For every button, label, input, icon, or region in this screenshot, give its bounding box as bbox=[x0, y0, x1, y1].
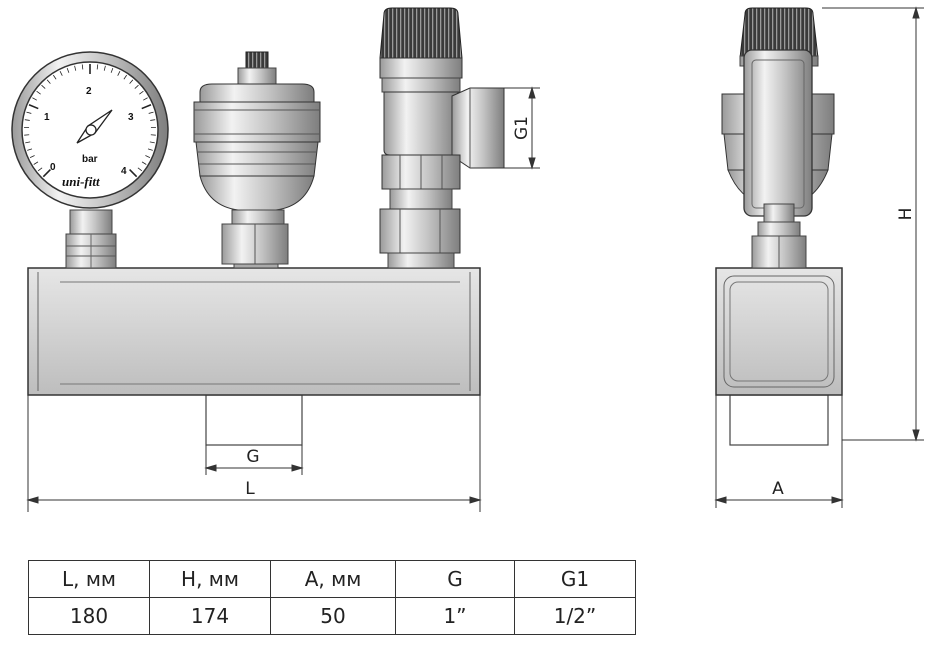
gauge-tick-mark bbox=[36, 90, 41, 95]
gauge-tick-mark bbox=[52, 74, 57, 80]
dimension-g1-label: G1 bbox=[512, 116, 532, 140]
spec-table: L, мм H, мм A, мм G G1 180 174 50 1” 1/2… bbox=[28, 560, 636, 635]
gauge-tick-3: 3 bbox=[128, 112, 134, 123]
gauge-tick-mark bbox=[103, 65, 106, 71]
dimension-g1 bbox=[504, 86, 540, 170]
pressure-gauge: 0 1 2 3 4 bar uni-fitt bbox=[11, 51, 169, 209]
manifold-body bbox=[27, 267, 481, 396]
dimension-l bbox=[26, 395, 482, 512]
gauge-tick-mark bbox=[145, 155, 151, 158]
gauge-tick-mark bbox=[96, 64, 99, 70]
gauge-tick-mark bbox=[59, 71, 63, 76]
gauge-tick-mark bbox=[129, 169, 138, 178]
gauge-tick-mark bbox=[46, 79, 51, 84]
dimension-l-label: L bbox=[245, 479, 255, 499]
gauge-tick-4: 4 bbox=[121, 166, 127, 177]
gauge-tick-mark bbox=[24, 119, 30, 121]
gauge-brand-logo: uni-fitt bbox=[62, 174, 100, 189]
gauge-tick-mark bbox=[26, 111, 32, 114]
gauge-tick-mark bbox=[32, 97, 37, 101]
value-g1: 1/2” bbox=[514, 597, 636, 635]
gauge-tick-mark bbox=[74, 65, 77, 71]
header-g1: G1 bbox=[514, 560, 636, 598]
gauge-tick-mark bbox=[28, 104, 39, 110]
gauge-tick-0: 0 bbox=[50, 162, 56, 173]
gauge-tick-mark bbox=[37, 167, 43, 172]
gauge-tick-mark bbox=[33, 161, 39, 165]
gauge-tick-mark bbox=[123, 74, 128, 80]
gauge-tick-mark bbox=[141, 161, 147, 165]
gauge-tick-mark bbox=[41, 84, 46, 89]
header-h: H, мм bbox=[149, 560, 271, 598]
side-view bbox=[715, 7, 843, 446]
dimension-g bbox=[204, 445, 304, 475]
gauge-unit-label: bar bbox=[82, 154, 98, 165]
automatic-air-vent bbox=[193, 51, 321, 269]
gauge-tick-mark bbox=[149, 141, 155, 144]
gauge-tick-mark bbox=[110, 67, 114, 73]
gauge-tick-1: 1 bbox=[44, 112, 50, 123]
spec-table-value-row: 180 174 50 1” 1/2” bbox=[28, 597, 636, 635]
gauge-tick-mark bbox=[117, 71, 121, 76]
gauge-tick-mark bbox=[27, 148, 33, 151]
value-l: 180 bbox=[28, 597, 150, 635]
gauge-tick-mark bbox=[150, 119, 156, 121]
safety-valve bbox=[379, 7, 505, 269]
value-g: 1” bbox=[395, 597, 515, 635]
gauge-tick-mark bbox=[147, 148, 153, 151]
header-l: L, мм bbox=[28, 560, 150, 598]
front-view: 0 1 2 3 4 bar uni-fitt bbox=[11, 7, 540, 512]
dimension-a bbox=[714, 395, 844, 508]
gauge-tick-mark bbox=[137, 167, 143, 172]
outlet-connection bbox=[205, 394, 303, 446]
gauge-tick-mark bbox=[134, 84, 139, 89]
gauge-tick-mark bbox=[143, 97, 148, 101]
gauge-tick-2: 2 bbox=[86, 86, 92, 97]
gauge-tick-mark bbox=[66, 67, 70, 73]
gauge-tick-mark bbox=[139, 90, 144, 95]
gauge-tick-mark bbox=[42, 169, 51, 178]
spec-table-header-row: L, мм H, мм A, мм G G1 bbox=[28, 560, 636, 598]
header-a: A, мм bbox=[270, 560, 396, 598]
gauge-tick-mark bbox=[148, 111, 154, 114]
gauge-tick-mark bbox=[29, 155, 35, 158]
header-g: G bbox=[395, 560, 515, 598]
gauge-tick-mark bbox=[81, 64, 84, 70]
manifold-body-side bbox=[715, 267, 843, 396]
gauge-tick-mark bbox=[141, 104, 152, 110]
dimension-h bbox=[822, 6, 924, 442]
dimension-a-label: A bbox=[772, 479, 784, 499]
value-h: 174 bbox=[149, 597, 271, 635]
gauge-tick-mark bbox=[129, 79, 134, 84]
gauge-tick-mark bbox=[25, 141, 31, 144]
dimension-h-label: H bbox=[896, 208, 916, 221]
value-a: 50 bbox=[270, 597, 396, 635]
dimension-g-label: G bbox=[246, 447, 259, 467]
